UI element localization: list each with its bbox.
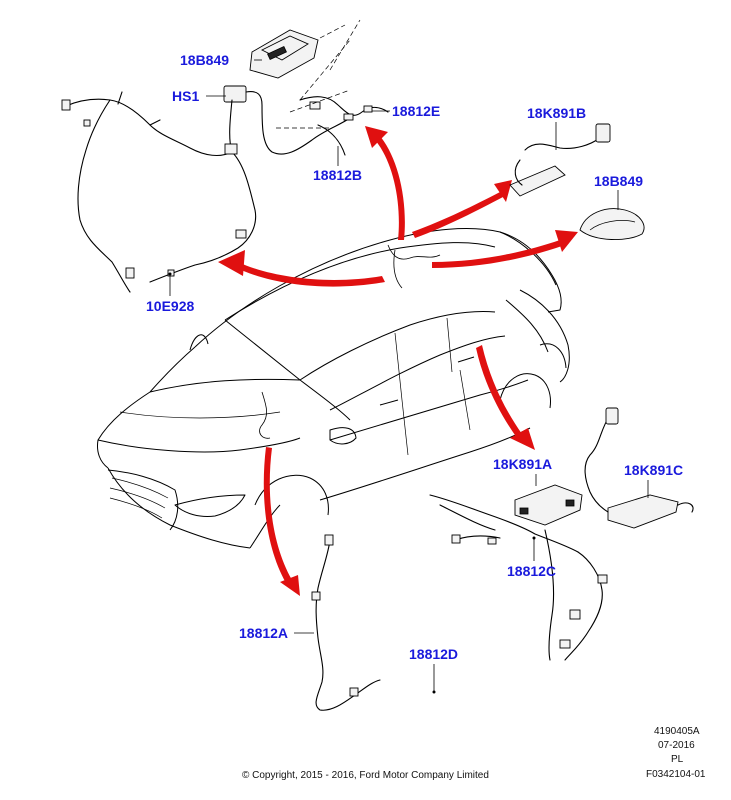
label-18812B: 18812B — [313, 167, 362, 183]
doc-date: 07-2016 — [658, 740, 695, 751]
harness-18812E-18812B — [261, 89, 389, 156]
harness-10E928 — [61, 91, 257, 293]
shark-fin-antenna-18B849 — [579, 208, 645, 241]
label-18812D: 18812D — [409, 646, 458, 662]
label-18812C: 18812C — [507, 563, 556, 579]
antenna-module-18K891A — [514, 484, 583, 526]
label-18812E: 18812E — [392, 103, 440, 119]
callout-labels: 18B849 HS1 18812E 18812B 18K891B 18B849 … — [146, 52, 683, 662]
label-hs1: HS1 — [172, 88, 199, 104]
callout-arrows — [218, 126, 578, 596]
label-10E928: 10E928 — [146, 298, 194, 314]
copyright-notice: © Copyright, 2015 - 2016, Ford Motor Com… — [242, 770, 489, 781]
document-meta: 4190405A 07-2016 PL F0342104-01 © Copyri… — [242, 726, 706, 781]
leader-lines — [168, 59, 649, 694]
module-hs1 — [223, 85, 263, 106]
label-18K891A: 18K891A — [493, 456, 552, 472]
label-18812A: 18812A — [239, 625, 288, 641]
antenna-module-18K891C — [584, 407, 694, 529]
figure-id: F0342104-01 — [646, 769, 706, 780]
doc-code: PL — [671, 754, 684, 765]
harness-18812A — [311, 534, 381, 711]
vehicle-body — [97, 228, 570, 549]
doc-number: 4190405A — [654, 726, 700, 737]
harness-18812C — [429, 494, 608, 661]
label-18K891C: 18K891C — [624, 462, 683, 478]
label-18K891B: 18K891B — [527, 105, 586, 121]
label-18B849-module: 18B849 — [180, 52, 229, 68]
telematics-module-18B849 — [249, 19, 361, 101]
antenna-18K891B — [509, 123, 611, 197]
label-18B849-roof: 18B849 — [594, 173, 643, 189]
